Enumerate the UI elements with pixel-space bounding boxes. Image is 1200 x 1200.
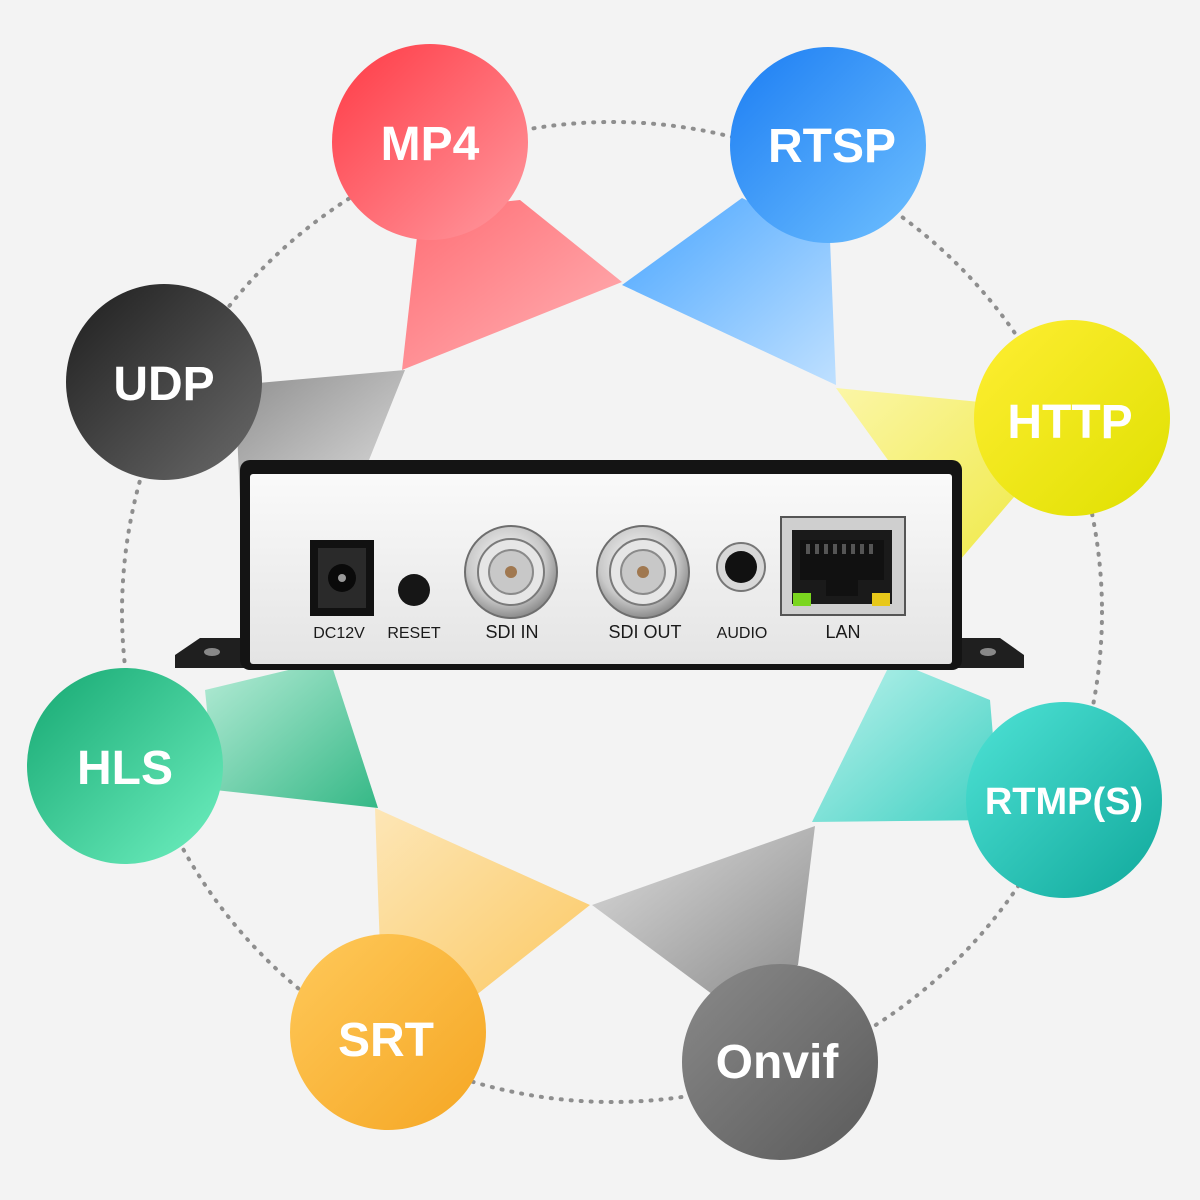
wedge-mp4	[402, 200, 622, 370]
reset-button	[398, 574, 430, 606]
mount-hole-right	[980, 648, 996, 656]
sdi-in-connector	[464, 525, 558, 619]
bubble-label-http: HTTP	[1007, 396, 1132, 449]
bubble-udp: UDP	[66, 284, 262, 480]
protocol-bubbles: MP4 RTSP HTTP RTMP(S) Onvif SRT HLS UDP	[27, 44, 1170, 1160]
wedge-rtmps	[812, 660, 1000, 822]
port-label-sdi-out: SDI OUT	[608, 622, 681, 642]
bubble-label-srt: SRT	[338, 1014, 434, 1067]
bubble-label-hls: HLS	[77, 742, 173, 795]
dc-jack	[310, 540, 374, 616]
port-label-audio: AUDIO	[717, 625, 768, 642]
bubble-rtsp: RTSP	[730, 47, 926, 243]
bubble-label-rtsp: RTSP	[768, 120, 896, 173]
bubble-onvif: Onvif	[682, 964, 878, 1160]
mount-hole-left	[204, 648, 220, 656]
port-label-dc: DC12V	[313, 625, 365, 642]
audio-jack	[716, 542, 766, 592]
bubble-label-onvif: Onvif	[716, 1036, 840, 1089]
sdi-out-connector	[596, 525, 690, 619]
bubble-label-mp4: MP4	[381, 118, 480, 171]
wedge-rtsp	[622, 198, 836, 385]
bubble-srt: SRT	[290, 934, 486, 1130]
bubble-label-rtmps: RTMP(S)	[985, 781, 1143, 823]
lan-port	[780, 516, 906, 616]
bubble-hls: HLS	[27, 668, 223, 864]
bubble-mp4: MP4	[332, 44, 528, 240]
port-label-lan: LAN	[825, 622, 860, 642]
bubble-rtmps: RTMP(S)	[966, 702, 1162, 898]
port-label-reset: RESET	[387, 625, 441, 642]
wedge-onvif	[592, 826, 815, 1000]
lan-led-yellow	[872, 593, 890, 606]
encoder-device: DC12V RESET SDI IN SDI OUT AUDIO LAN	[175, 460, 1024, 670]
bubble-http: HTTP	[974, 320, 1170, 516]
bubble-label-udp: UDP	[113, 358, 214, 411]
orbit-ring	[120, 120, 1104, 1104]
port-label-sdi-in: SDI IN	[485, 622, 538, 642]
wedge-hls	[205, 660, 378, 808]
lan-led-green	[793, 593, 811, 606]
